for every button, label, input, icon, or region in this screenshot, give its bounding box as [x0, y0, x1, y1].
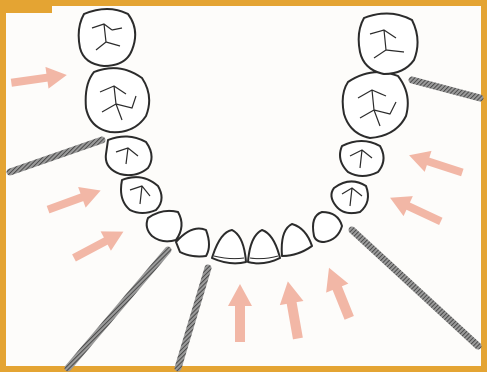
probe-bottom-left-1 — [68, 250, 168, 368]
probe-bottom-left-2 — [178, 268, 208, 368]
tooth-left-molar-1 — [79, 9, 136, 66]
tooth-right-lateral-incisor — [282, 224, 312, 256]
arrow-bottom-2 — [276, 279, 310, 340]
teeth-group — [79, 9, 418, 263]
tooth-right-canine — [313, 212, 342, 242]
tooth-right-molar-2 — [343, 72, 408, 138]
arrow-right-1 — [406, 145, 466, 183]
tooth-right-central-incisor — [248, 230, 280, 263]
tooth-left-premolar-2 — [121, 177, 162, 213]
arrow-left-1 — [10, 64, 69, 94]
probe-bottom-right — [352, 230, 478, 346]
tooth-left-central-incisor — [212, 230, 246, 263]
tooth-left-canine — [147, 211, 182, 241]
tooth-right-molar-1 — [359, 13, 418, 74]
tooth-left-premolar-1 — [106, 136, 152, 175]
arrow-left-3 — [69, 222, 129, 268]
arrow-bottom-3 — [318, 263, 360, 322]
arrow-right-2 — [385, 188, 445, 232]
arrow-bottom-1 — [228, 284, 252, 342]
probe-right-upper — [412, 80, 480, 98]
tooth-left-molar-2 — [86, 68, 150, 132]
tooth-right-premolar-1 — [340, 141, 384, 176]
probe-left-upper — [10, 140, 102, 172]
tooth-right-premolar-2 — [331, 181, 368, 213]
arrow-left-2 — [44, 180, 104, 220]
